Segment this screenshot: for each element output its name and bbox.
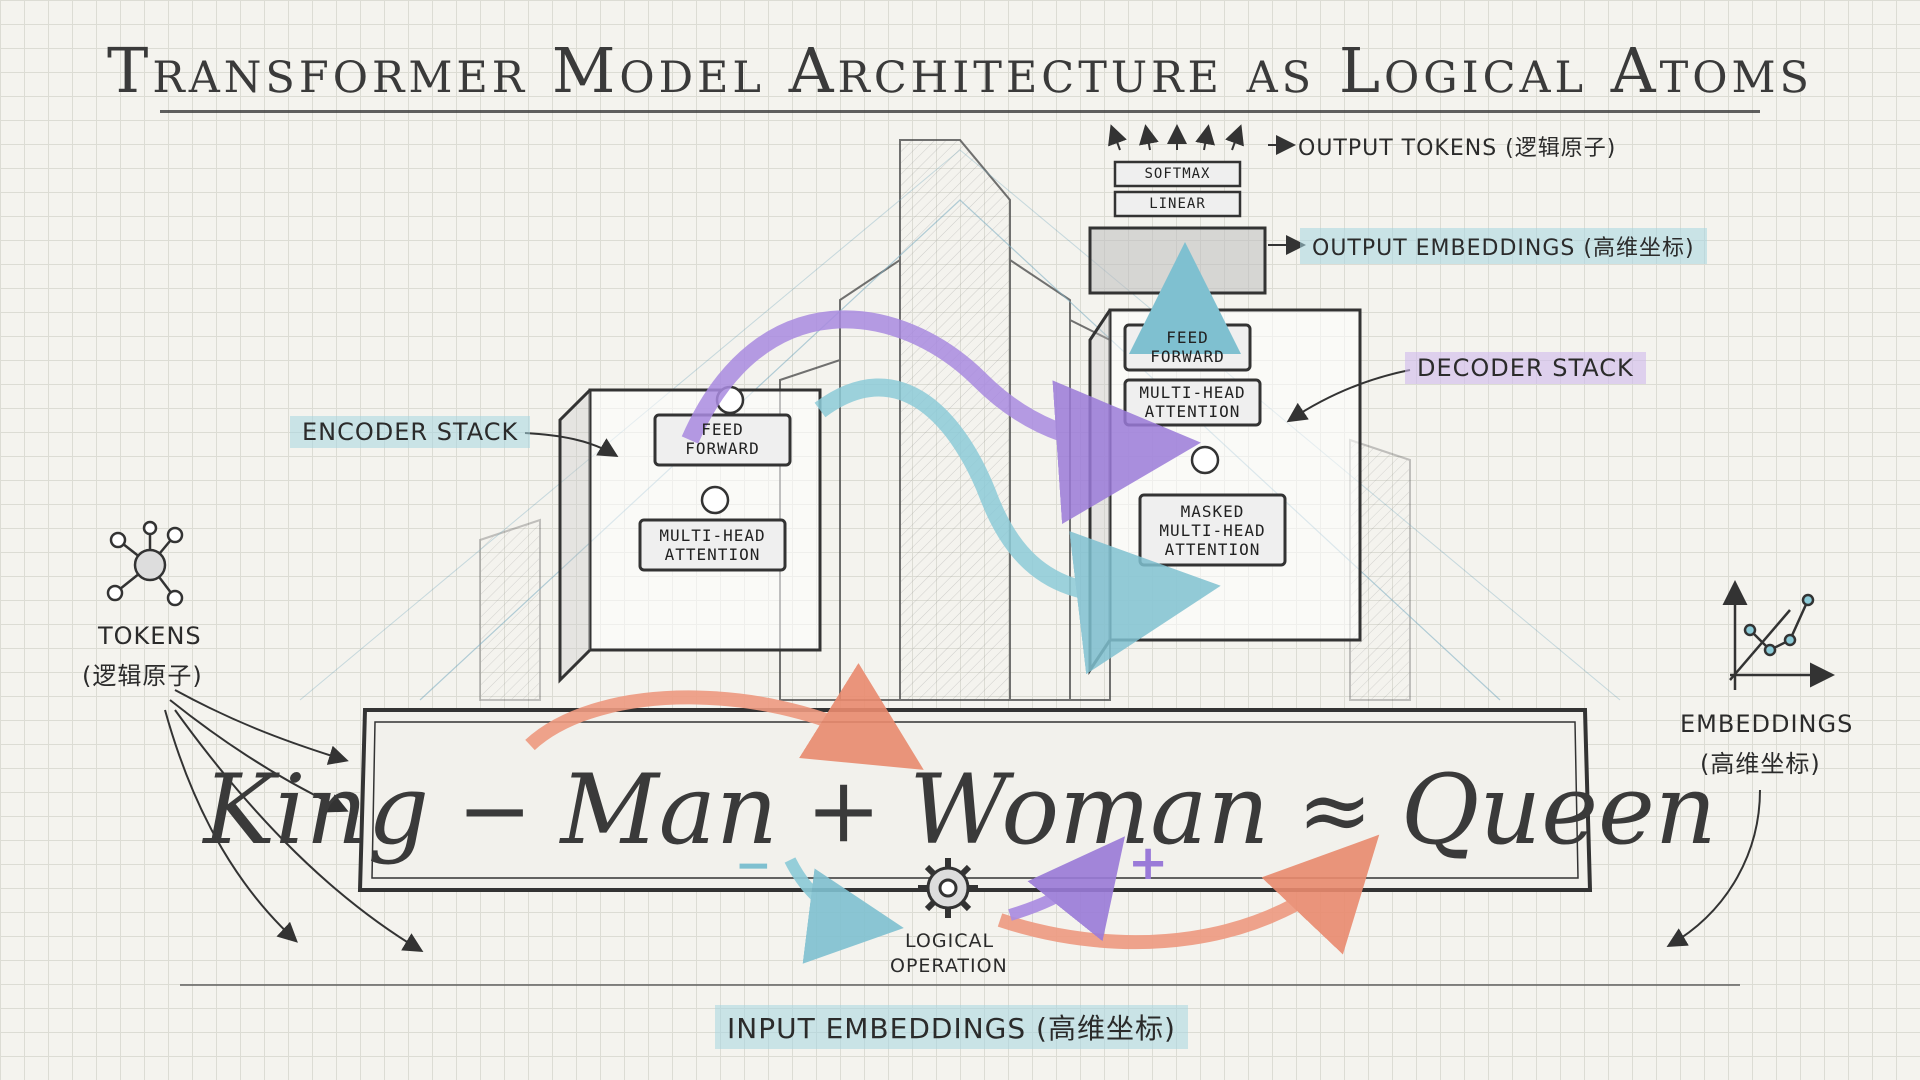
equation: King − Man + Woman ≈ Queen [203,710,1716,910]
atom-icon [106,520,184,607]
equation-term-king: King [203,754,430,866]
encoder-mha-label-2: ATTENTION [664,545,761,564]
equation-plus: + [805,757,882,863]
encoder-ff-label-1: FEED [701,420,744,439]
encoder-mha-label-1: MULTI-HEAD [659,526,766,545]
masked-mha-label-1: MASKED [1180,502,1245,521]
label-pointer-arrows [164,135,1761,953]
linear-label: LINEAR [1149,196,1206,212]
embeddings-sublabel: (高维坐标) [1700,750,1821,778]
tokens-label: TOKENS [98,622,202,650]
equation-term-queen: Queen [1400,754,1717,866]
equation-term-woman: Woman [909,754,1270,866]
title-underline [160,110,1760,113]
encoder-mha-box [638,518,787,572]
decoder-mha-label-1: MULTI-HEAD [1139,383,1246,402]
input-embeddings-label: INPUT EMBEDDINGS (高维坐标) [715,1005,1188,1049]
embeddings-label: EMBEDDINGS [1680,710,1854,738]
decoder-ff-label-1: FEED [1166,328,1209,347]
softmax-box [1113,160,1242,188]
output-embeddings-block [1088,226,1267,295]
equation-term-man: Man [560,754,778,866]
equation-approx: ≈ [1297,757,1373,863]
output-embeddings-label: OUTPUT EMBEDDINGS (高维坐标) [1300,228,1707,264]
softmax-label: SOFTMAX [1144,166,1211,182]
gear-icon [918,858,978,918]
tokens-sublabel: (逻辑原子) [82,662,203,690]
masked-mha-label-3: ATTENTION [1164,540,1261,559]
output-tokens-label: OUTPUT TOKENS (逻辑原子) [1298,136,1617,161]
linear-box [1113,190,1242,218]
encoder-ff-label-2: FORWARD [685,439,760,458]
decoder-mha-label-2: ATTENTION [1144,402,1241,421]
decoder-stack-label: DECODER STACK [1405,352,1646,384]
diagram-title: Transformer Model Architecture as Logica… [107,34,1813,107]
encoder-stack-label: ENCODER STACK [290,416,531,448]
logical-operation-label: LOGICAL [905,930,995,952]
decoder-add-node [1190,445,1220,475]
blue-flow-arrow [814,378,1221,675]
masked-mha-label-2: MULTI-HEAD [1159,521,1266,540]
purple-up-arrow [1008,836,1125,942]
output-token-arrows [1108,124,1244,151]
salmon-arc-arrow-top [525,663,924,770]
scatter-plot-icon [1722,580,1835,690]
minus-symbol: − [735,840,773,891]
plus-symbol: + [1128,835,1170,891]
purple-flow-arrow [681,310,1201,524]
logical-operation-sublabel: OPERATION [890,955,1008,977]
blue-down-arrow [784,857,904,964]
encoder-add-node-2 [700,485,730,515]
decoder-ff-label-2: FORWARD [1150,347,1225,366]
equation-minus: − [457,757,533,863]
